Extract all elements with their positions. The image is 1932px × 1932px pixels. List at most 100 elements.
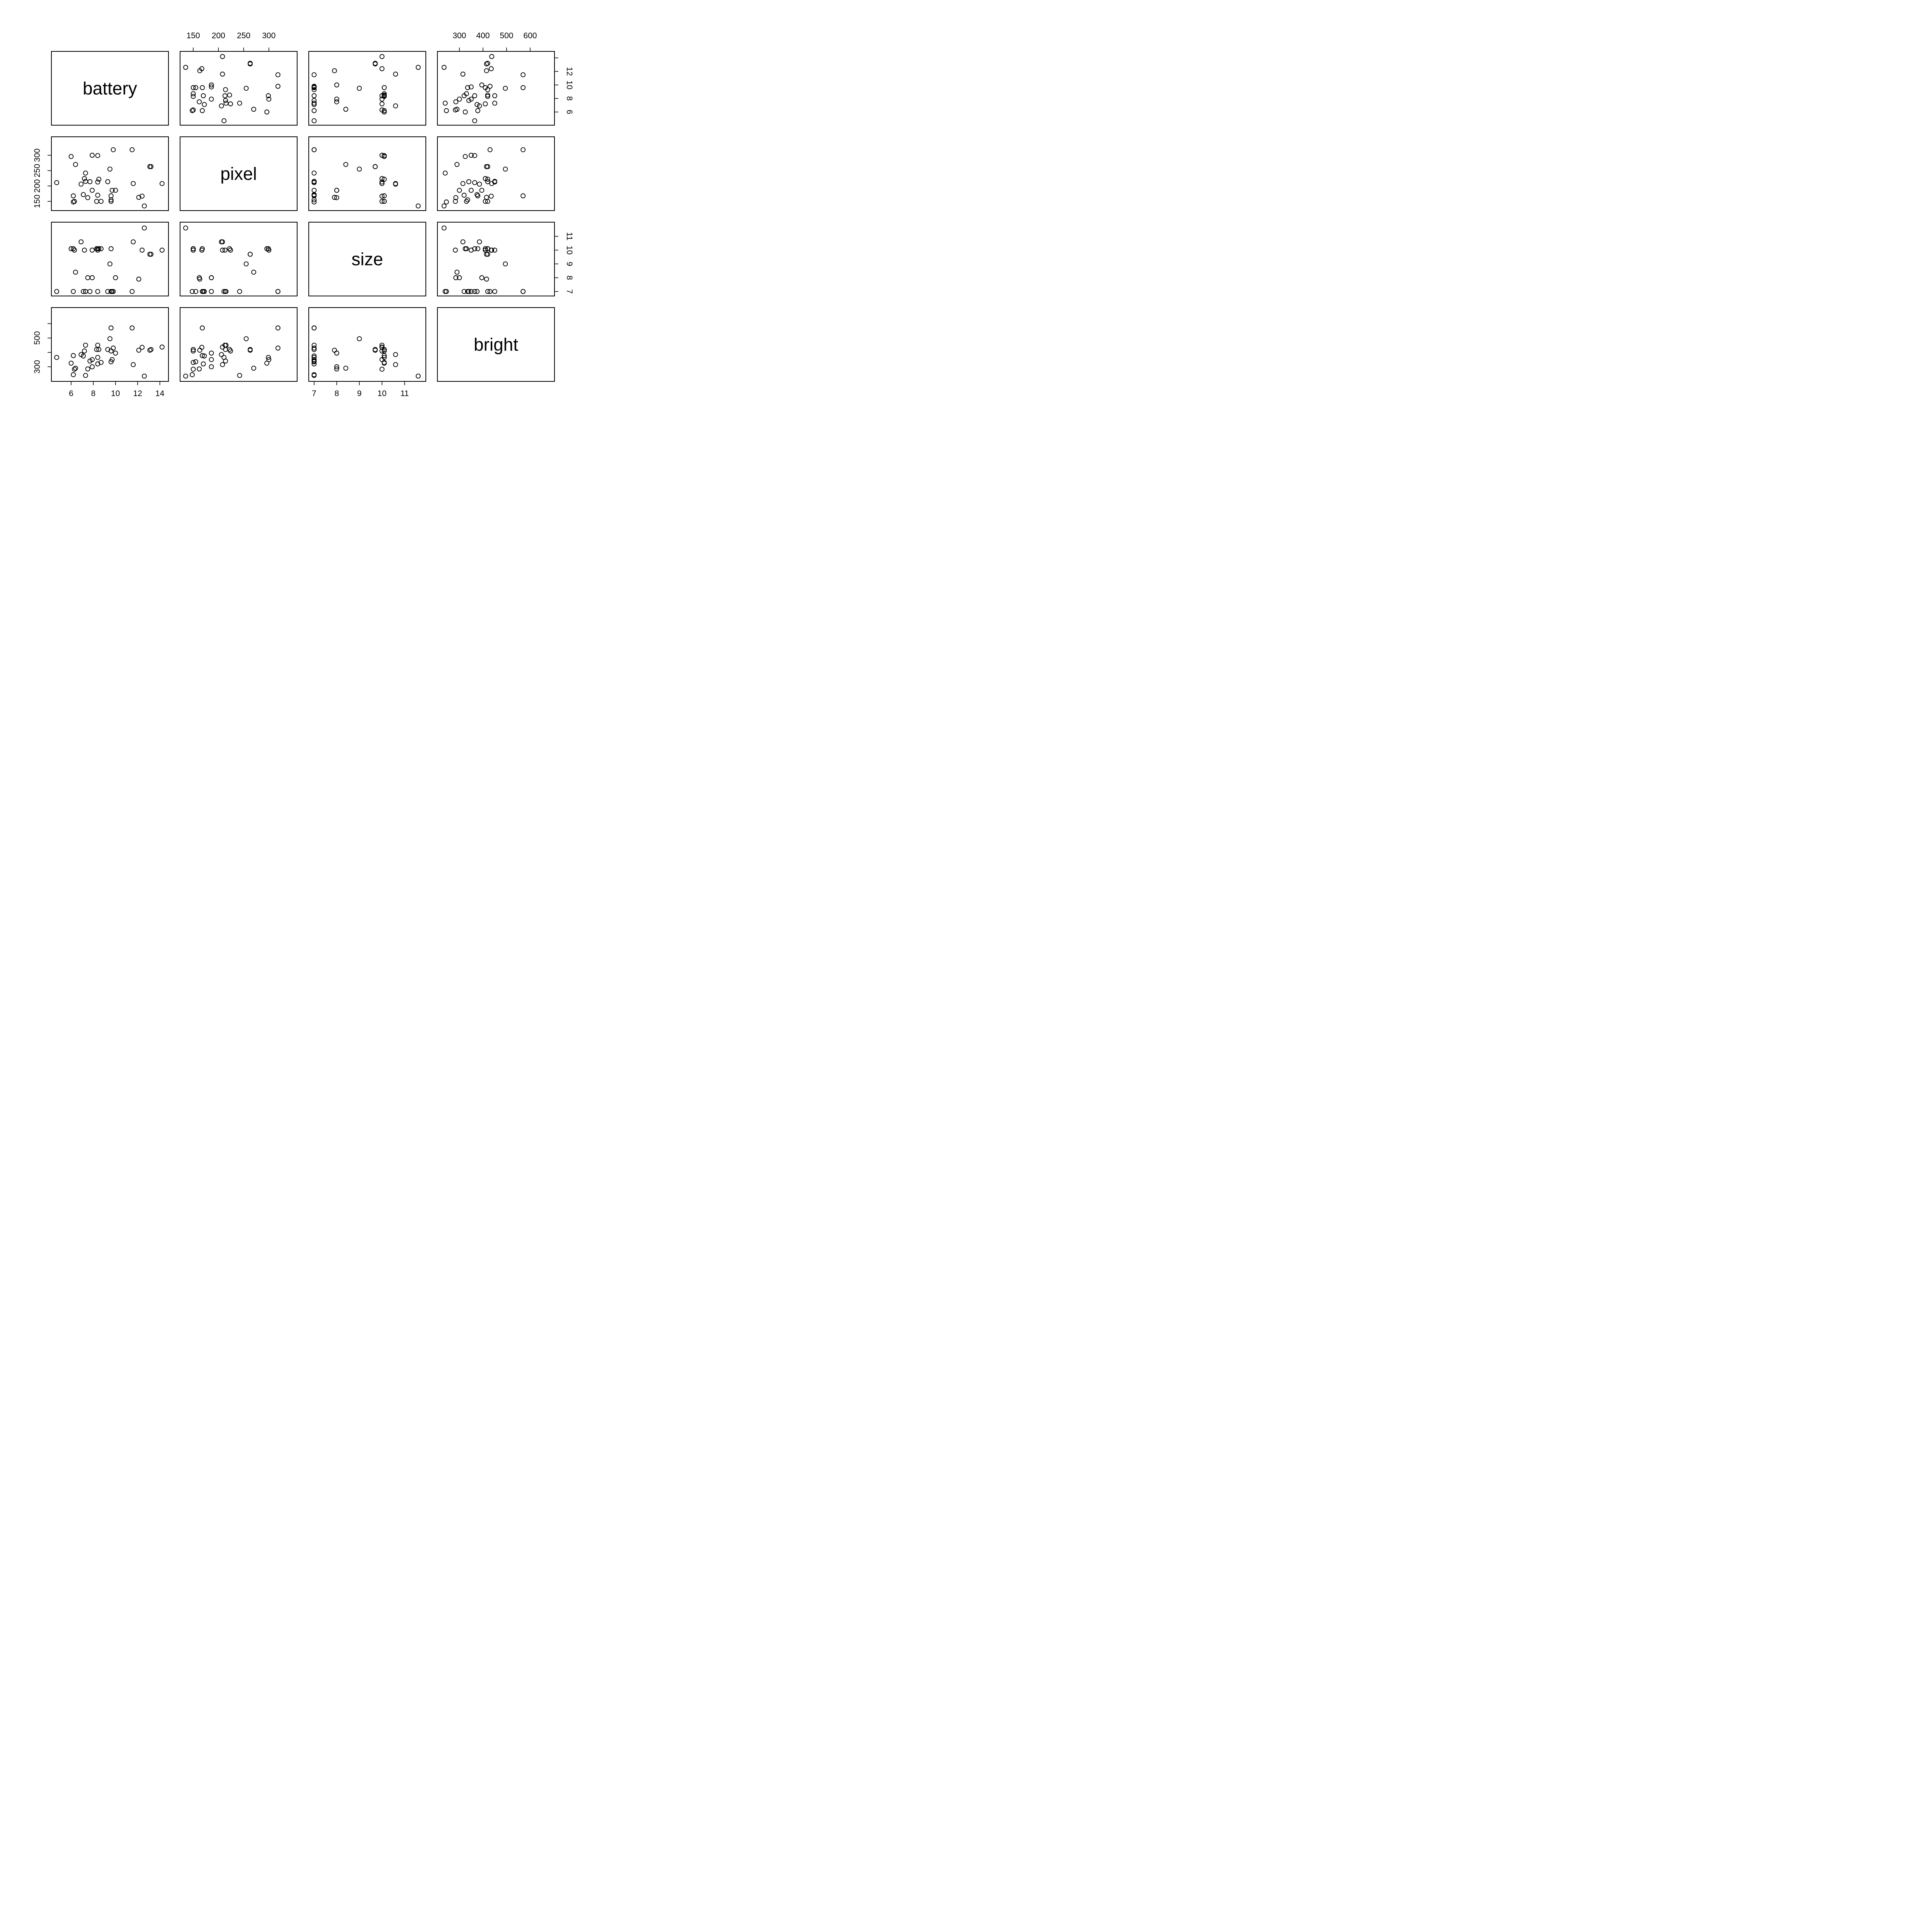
point-battery-vs-size-11: [334, 99, 339, 104]
point-bright-vs-size-36: [379, 344, 384, 350]
point-battery-vs-pixel-24: [193, 85, 199, 90]
point-battery-vs-pixel-15: [190, 94, 196, 99]
point-battery-vs-bright-5: [454, 107, 460, 112]
point-pixel-vs-battery-20: [99, 199, 104, 204]
point-bright-vs-battery-10: [83, 343, 88, 348]
point-battery-vs-size-20: [382, 91, 387, 96]
y-tick-label-size-9: 9: [565, 262, 574, 266]
point-pixel-vs-battery-29: [129, 147, 135, 152]
point-battery-vs-size-35: [372, 61, 378, 66]
point-battery-vs-bright-19: [485, 92, 490, 98]
point-bright-vs-battery-30: [131, 362, 136, 367]
point-pixel-vs-bright-30: [460, 181, 466, 186]
point-size-vs-battery-27: [111, 289, 116, 294]
point-size-vs-pixel-0: [221, 289, 227, 294]
point-pixel-vs-size-25: [311, 193, 317, 199]
panel-pixel-bright: [437, 136, 555, 211]
point-battery-vs-bright-10: [492, 100, 497, 106]
point-bright-vs-battery-32: [139, 345, 145, 350]
point-bright-vs-size-24: [311, 359, 317, 364]
point-battery-vs-size-4: [379, 107, 384, 112]
point-bright-vs-pixel-16: [201, 361, 206, 367]
point-pixel-vs-battery-13: [90, 188, 95, 193]
point-battery-vs-bright-15: [485, 94, 490, 99]
point-bright-vs-battery-36: [159, 344, 165, 350]
x-tick-label-battery-10: 10: [111, 389, 120, 398]
y-tick-label-pixel-250: 250: [33, 164, 42, 177]
point-battery-vs-size-8: [379, 101, 384, 107]
point-pixel-vs-battery-32: [139, 194, 145, 199]
point-bright-vs-battery-3: [71, 353, 76, 358]
point-battery-vs-bright-28: [479, 82, 485, 88]
point-pixel-vs-size-32: [379, 194, 384, 199]
point-pixel-vs-bright-5: [454, 162, 460, 167]
point-pixel-vs-size-2: [311, 199, 317, 205]
point-size-vs-bright-17: [492, 247, 497, 253]
point-battery-vs-pixel-6: [219, 103, 224, 109]
point-bright-vs-pixel-7: [202, 353, 207, 359]
point-pixel-vs-battery-0: [54, 180, 60, 185]
point-bright-vs-size-33: [415, 374, 421, 379]
point-battery-vs-pixel-25: [200, 85, 205, 90]
point-battery-vs-pixel-28: [209, 82, 214, 88]
x-tick-label-battery-8: 8: [91, 389, 96, 398]
point-battery-vs-bright-17: [492, 93, 497, 99]
point-battery-vs-pixel-17: [222, 93, 228, 99]
x-tick-label-bright-300: 300: [452, 31, 466, 40]
point-battery-vs-pixel-32: [199, 66, 204, 71]
point-pixel-vs-bright-4: [453, 199, 458, 204]
point-bright-vs-pixel-5: [251, 366, 256, 371]
point-bright-vs-size-27: [311, 345, 317, 351]
point-pixel-vs-bright-25: [520, 193, 526, 199]
y-tick-label-pixel-200: 200: [33, 179, 42, 193]
point-battery-vs-bright-33: [441, 65, 447, 70]
point-battery-vs-size-16: [311, 93, 317, 99]
point-bright-vs-size-7: [311, 353, 317, 359]
point-pixel-vs-battery-4: [72, 199, 77, 204]
point-bright-vs-size-17: [379, 343, 384, 348]
point-battery-vs-bright-2: [444, 108, 449, 113]
y-tick-label-battery-6: 6: [565, 110, 574, 114]
point-size-vs-pixel-28: [209, 275, 214, 281]
panel-bright-bright: [437, 307, 555, 382]
point-battery-vs-pixel-22: [243, 86, 249, 91]
point-size-vs-battery-16: [95, 289, 100, 294]
point-battery-vs-pixel-11: [197, 99, 202, 104]
point-pixel-vs-battery-35: [148, 164, 154, 169]
point-battery-vs-size-19: [382, 92, 387, 98]
point-pixel-vs-battery-25: [108, 193, 114, 199]
point-pixel-vs-bright-13: [457, 188, 462, 193]
x-tick-label-pixel-200: 200: [212, 31, 225, 40]
point-pixel-vs-bright-22: [503, 167, 508, 172]
point-size-vs-pixel-19: [227, 246, 232, 252]
point-pixel-vs-size-35: [372, 164, 378, 169]
point-bright-vs-pixel-1: [264, 361, 269, 366]
point-battery-vs-bright-22: [503, 86, 508, 91]
point-bright-vs-battery-13: [90, 364, 95, 369]
point-bright-vs-pixel-35: [248, 347, 253, 352]
point-bright-vs-battery-17: [95, 343, 100, 348]
point-bright-vs-battery-7: [81, 353, 86, 359]
point-pixel-vs-battery-18: [95, 153, 100, 158]
point-bright-vs-pixel-15: [190, 347, 196, 352]
point-size-vs-bright-9: [442, 289, 448, 294]
point-battery-vs-bright-26: [469, 84, 474, 90]
point-bright-vs-size-6: [393, 352, 398, 357]
point-size-vs-battery-8: [82, 247, 87, 253]
point-battery-vs-pixel-18: [266, 93, 271, 99]
point-bright-vs-size-22: [357, 336, 362, 341]
point-bright-vs-battery-26: [109, 357, 115, 362]
point-pixel-vs-bright-31: [484, 195, 489, 200]
panel-pixel-size: [308, 136, 426, 211]
point-size-vs-bright-28: [479, 275, 485, 281]
point-bright-vs-size-13: [334, 364, 339, 369]
point-size-vs-bright-10: [492, 289, 497, 294]
point-bright-vs-battery-19: [96, 347, 102, 352]
point-bright-vs-size-35: [372, 347, 378, 352]
point-bright-vs-pixel-24: [193, 359, 199, 364]
point-size-vs-pixel-9: [237, 289, 242, 294]
point-pixel-vs-bright-19: [485, 177, 490, 182]
panel-bright-size: [308, 307, 426, 382]
point-bright-vs-battery-9: [83, 373, 88, 378]
